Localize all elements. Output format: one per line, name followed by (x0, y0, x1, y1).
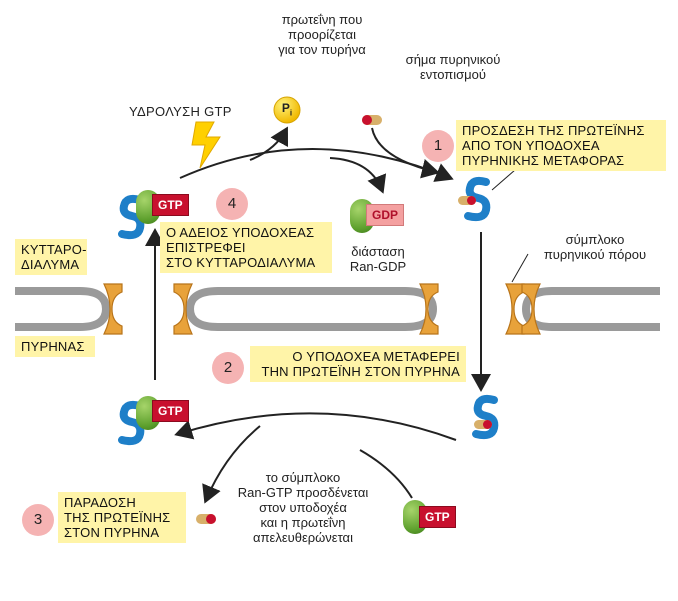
bound-cargo-icon (458, 196, 492, 429)
pi-release-arrow (249, 126, 289, 161)
callout-lines (491, 169, 529, 283)
step-3-marker: 3 (22, 504, 54, 536)
ran-gdp-dissociation-label: διάσταση Ran-GDP (349, 244, 407, 274)
importin-receptor-icon (118, 176, 499, 446)
lightning-icon (191, 121, 221, 169)
phosphate-label: Pi (281, 101, 293, 118)
cargo-release-arrow (202, 425, 261, 504)
phosphate-icon (273, 96, 301, 124)
nls-label: σήμα πυρηνικού εντοπισμού (405, 52, 501, 82)
step-3-description: ΠΑΡΑΔΟΣΗ ΤΗΣ ΠΡΩΤΕΪΝΗΣ ΣΤΟΝ ΠΥΡΗΝΑ (58, 492, 186, 543)
cargo-binding-arrow (371, 127, 440, 179)
step-2-description: Ο ΥΠΟΔΟΧΕΑ ΜΕΤΑΦΕΡΕΙ ΤΗΝ ΠΡΩΤΕΪΝΗ ΣΤΟΝ Π… (250, 346, 466, 382)
ran-gtp-join-line (359, 449, 413, 499)
step-2-marker: 2 (212, 352, 244, 384)
gtp-tag: GTP (419, 506, 456, 528)
cycle-arrows (145, 126, 491, 504)
ran-gtp-binding-label: το σύμπλοκο Ran-GTP προσδένεται στον υπο… (237, 470, 369, 545)
cargo-protein-icon (196, 115, 382, 524)
gtp-tag: GTP (152, 194, 189, 216)
step-1-description: ΠΡΟΣΔΕΣΗ ΤΗΣ ΠΡΩΤΕΪΝΗΣ ΑΠΟ ΤΟΝ ΥΠΟΔΟΧΕΑ … (456, 120, 666, 171)
bottom-cycle-arrow (174, 412, 457, 441)
cargo-protein-label: πρωτεΐνη που προορίζεται για τον πυρήνα (278, 12, 366, 57)
ran-gdp-release-arrow (329, 157, 387, 194)
nuclear-pore-icon (103, 283, 541, 335)
gtp-tag: GTP (152, 400, 189, 422)
gdp-tag: GDP (366, 204, 405, 226)
nucleus-label: ΠΥΡΗΝΑΣ (15, 336, 95, 357)
gtp-hydrolysis-label: ΥΔΡΟΛΥΣΗ GTP (129, 104, 232, 119)
step-4-description: Ο ΑΔΕΙΟΣ ΥΠΟΔΟΧΕΑΣ ΕΠΙΣΤΡΕΦΕΙ ΣΤΟ ΚΥΤΤΑΡ… (160, 222, 332, 273)
pore-complex-label: σύμπλοκο πυρηνικού πόρου (543, 232, 647, 262)
cytosol-label: ΚΥΤΤΑΡΟ- ΔΙΑΛΥΜΑ (15, 239, 87, 275)
step-4-marker: 4 (216, 188, 248, 220)
step-1-marker: 1 (422, 130, 454, 162)
